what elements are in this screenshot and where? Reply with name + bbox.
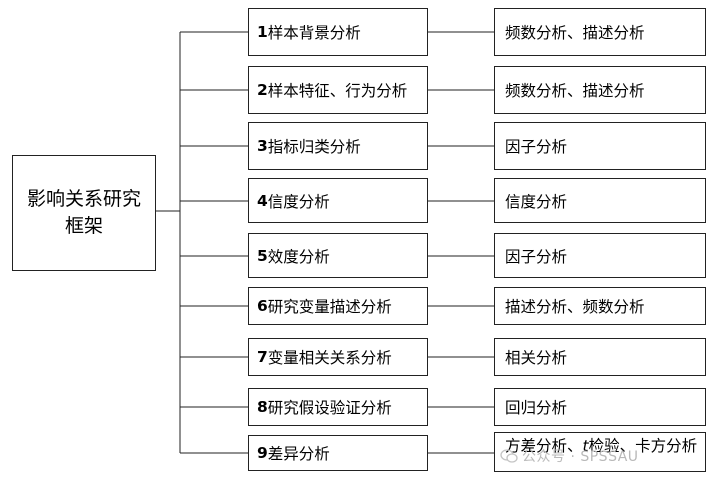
method-part: 检验、卡方分析 (588, 437, 698, 455)
method-box-5: 因子分析 (494, 233, 706, 278)
step-number: 5 (257, 246, 268, 265)
method-label: 频数分析、描述分析 (505, 24, 645, 42)
step-number: 1 (257, 23, 268, 41)
step-number: 9 (257, 444, 268, 462)
method-box-1: 频数分析、描述分析 (494, 8, 706, 56)
step-label: 变量相关关系分析 (267, 349, 392, 367)
step-label: 效度分析 (267, 247, 330, 266)
method-box-4: 信度分析 (494, 178, 706, 223)
root-label: 影响关系研究框架 (26, 188, 141, 237)
method-label: 信度分析 (505, 192, 568, 211)
step-label: 样本特征、行为分析 (267, 82, 408, 100)
method-label: 回归分析 (505, 399, 568, 417)
step-number: 8 (257, 398, 268, 416)
method-label: 相关分析 (505, 349, 568, 367)
step-number: 6 (257, 297, 268, 315)
method-part: 方差分析、 (505, 437, 583, 455)
method-label: 因子分析 (505, 138, 568, 156)
step-number: 2 (257, 81, 268, 99)
method-part-italic: t (582, 437, 589, 455)
method-box-2: 频数分析、描述分析 (494, 66, 706, 114)
watermark-text: 公众号 · SPSSAU (522, 449, 639, 465)
method-label: 描述分析、频数分析 (505, 298, 645, 316)
step-number: 3 (257, 137, 268, 155)
step-label: 研究假设验证分析 (267, 399, 392, 417)
step-number: 7 (257, 348, 268, 366)
step-label: 信度分析 (267, 192, 330, 211)
step-label: 差异分析 (267, 445, 330, 463)
method-label: 频数分析、描述分析 (505, 82, 645, 100)
watermark: 公众号 · SPSSAU (500, 446, 639, 466)
step-label: 指标归类分析 (267, 138, 361, 156)
method-box-7: 相关分析 (494, 338, 706, 376)
method-box-8: 回归分析 (494, 388, 706, 426)
method-box-3: 因子分析 (494, 122, 706, 170)
wechat-icon (500, 449, 518, 463)
method-label: 因子分析 (505, 247, 568, 266)
method-box-6: 描述分析、频数分析 (494, 287, 706, 325)
step-number: 4 (257, 191, 268, 210)
method-label: 方差分析、t检验、卡方分析 (505, 437, 697, 455)
root-node: 影响关系研究框架 (12, 155, 156, 271)
method-box-9: 方差分析、t检验、卡方分析 (494, 432, 706, 472)
step-label: 样本背景分析 (267, 24, 361, 42)
step-label: 研究变量描述分析 (267, 298, 392, 316)
